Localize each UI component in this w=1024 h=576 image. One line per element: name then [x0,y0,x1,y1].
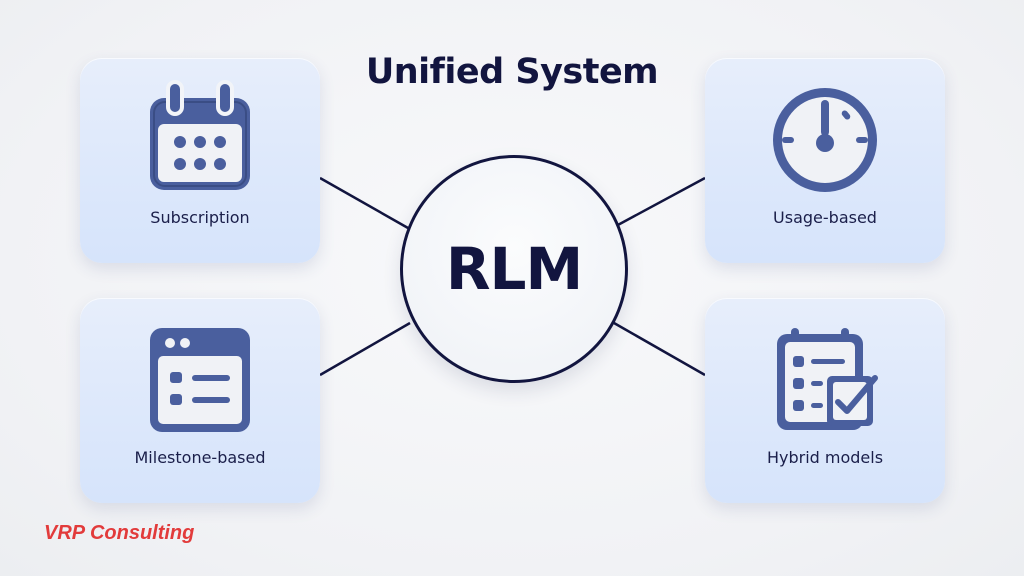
diagram-title: Unified System [365,52,659,92]
window-list-icon [150,328,250,432]
connector-subscription [319,176,409,230]
hub-label: RLM [445,235,583,303]
card-label: Usage-based [773,208,877,227]
connector-usage [615,176,706,228]
connector-hybrid [613,321,706,377]
card-label: Hybrid models [766,448,884,467]
card-subscription: Subscription [80,58,320,263]
gauge-icon [773,88,877,192]
card-hybrid-models: Hybrid models [705,298,945,503]
brand-logo: VRP Consulting [44,522,195,544]
card-usage-based: Usage-based [705,58,945,263]
calendar-icon [150,80,250,190]
connector-milestone [319,321,411,377]
card-label: Milestone-based [134,448,266,467]
hub-circle: RLM [400,155,628,383]
checklist-calendar-icon [777,328,878,430]
card-milestone-based: Milestone-based [80,298,320,503]
card-label: Subscription [150,208,250,227]
